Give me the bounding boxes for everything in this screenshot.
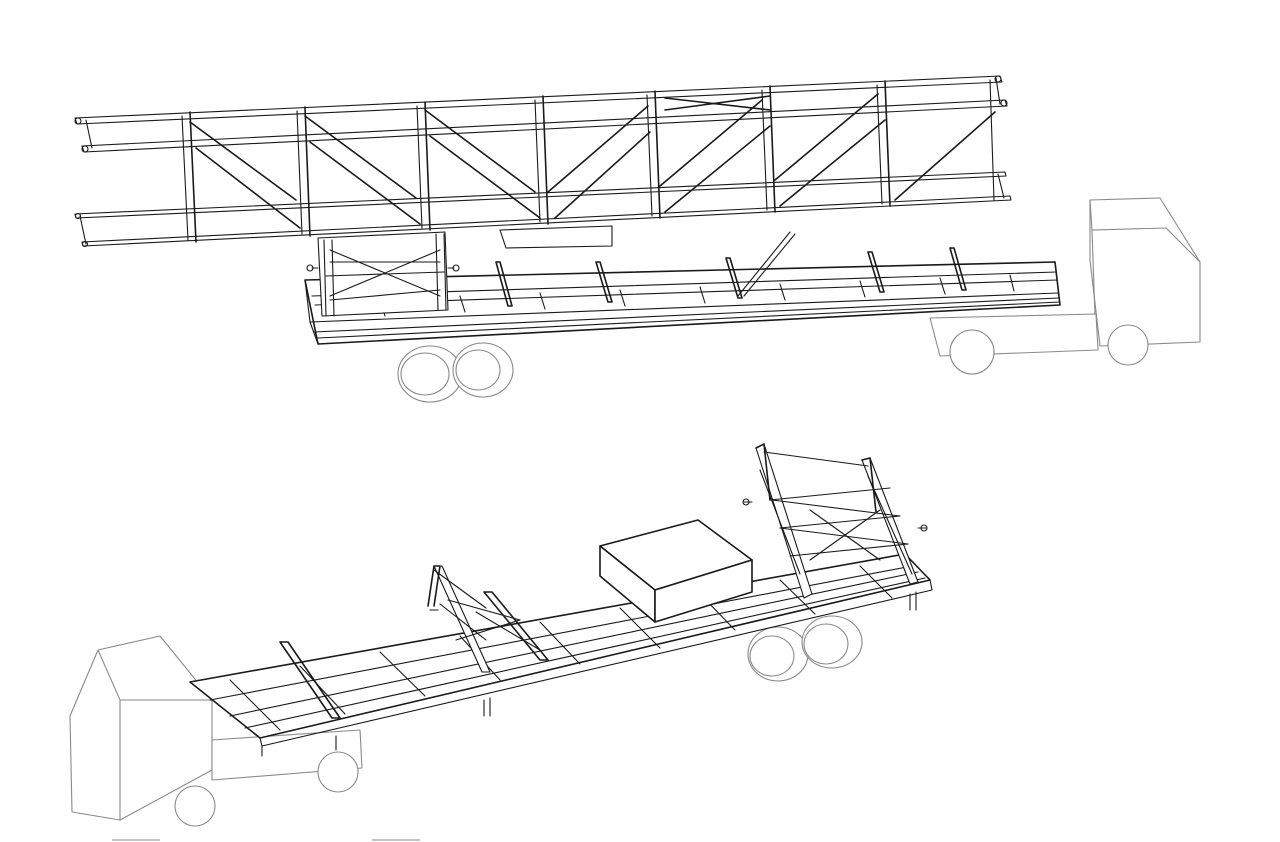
top-trailer-bed <box>304 231 1061 345</box>
top-truck-cab <box>929 197 1201 375</box>
bottom-cargo-box <box>599 519 753 623</box>
bottom-truck-cab <box>69 635 363 827</box>
top-assembly <box>74 75 1201 403</box>
top-support-frame <box>306 225 613 317</box>
bottom-assembly <box>69 443 933 827</box>
bottom-trailer-bed <box>189 553 933 757</box>
bottom-rear-support <box>742 443 928 599</box>
bottom-rear-wheels <box>747 615 863 682</box>
top-rear-wheels <box>397 342 514 403</box>
top-truss <box>74 75 1012 248</box>
bottom-front-support <box>427 565 541 673</box>
